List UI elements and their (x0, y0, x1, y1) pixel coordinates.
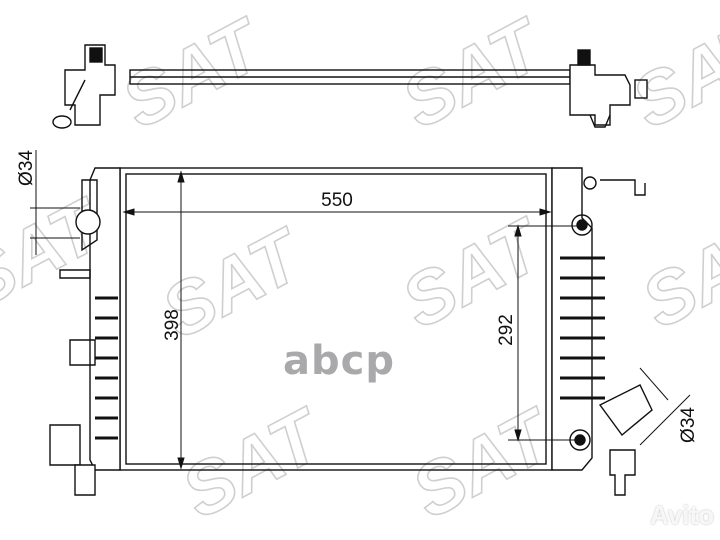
inlet-diameter-label: Ø34 (16, 150, 37, 186)
inlet-pipe (75, 209, 101, 235)
dimension-lines (30, 150, 691, 470)
outlet-pipe (598, 384, 653, 437)
sat-watermark: SAT (109, 1, 279, 144)
sat-watermark: SAT (619, 1, 720, 144)
sat-watermark: SAT (169, 391, 339, 534)
sat-watermark: SAT (629, 201, 720, 344)
sat-watermark: SAT (399, 391, 569, 534)
outlet-diameter-label: Ø34 (678, 407, 699, 443)
tank-ribs (95, 256, 605, 440)
sat-watermark: SAT (389, 1, 559, 144)
upper-pipe-circle (571, 214, 593, 236)
sat-watermark: SAT (389, 201, 559, 344)
height-dimension-label: 398 (162, 309, 183, 341)
width-dimension-label: 550 (321, 190, 353, 211)
pipe-spacing-dimension-label: 292 (496, 314, 517, 346)
avito-watermark: Avito (650, 500, 715, 530)
abcp-watermark: abcp (283, 338, 395, 384)
